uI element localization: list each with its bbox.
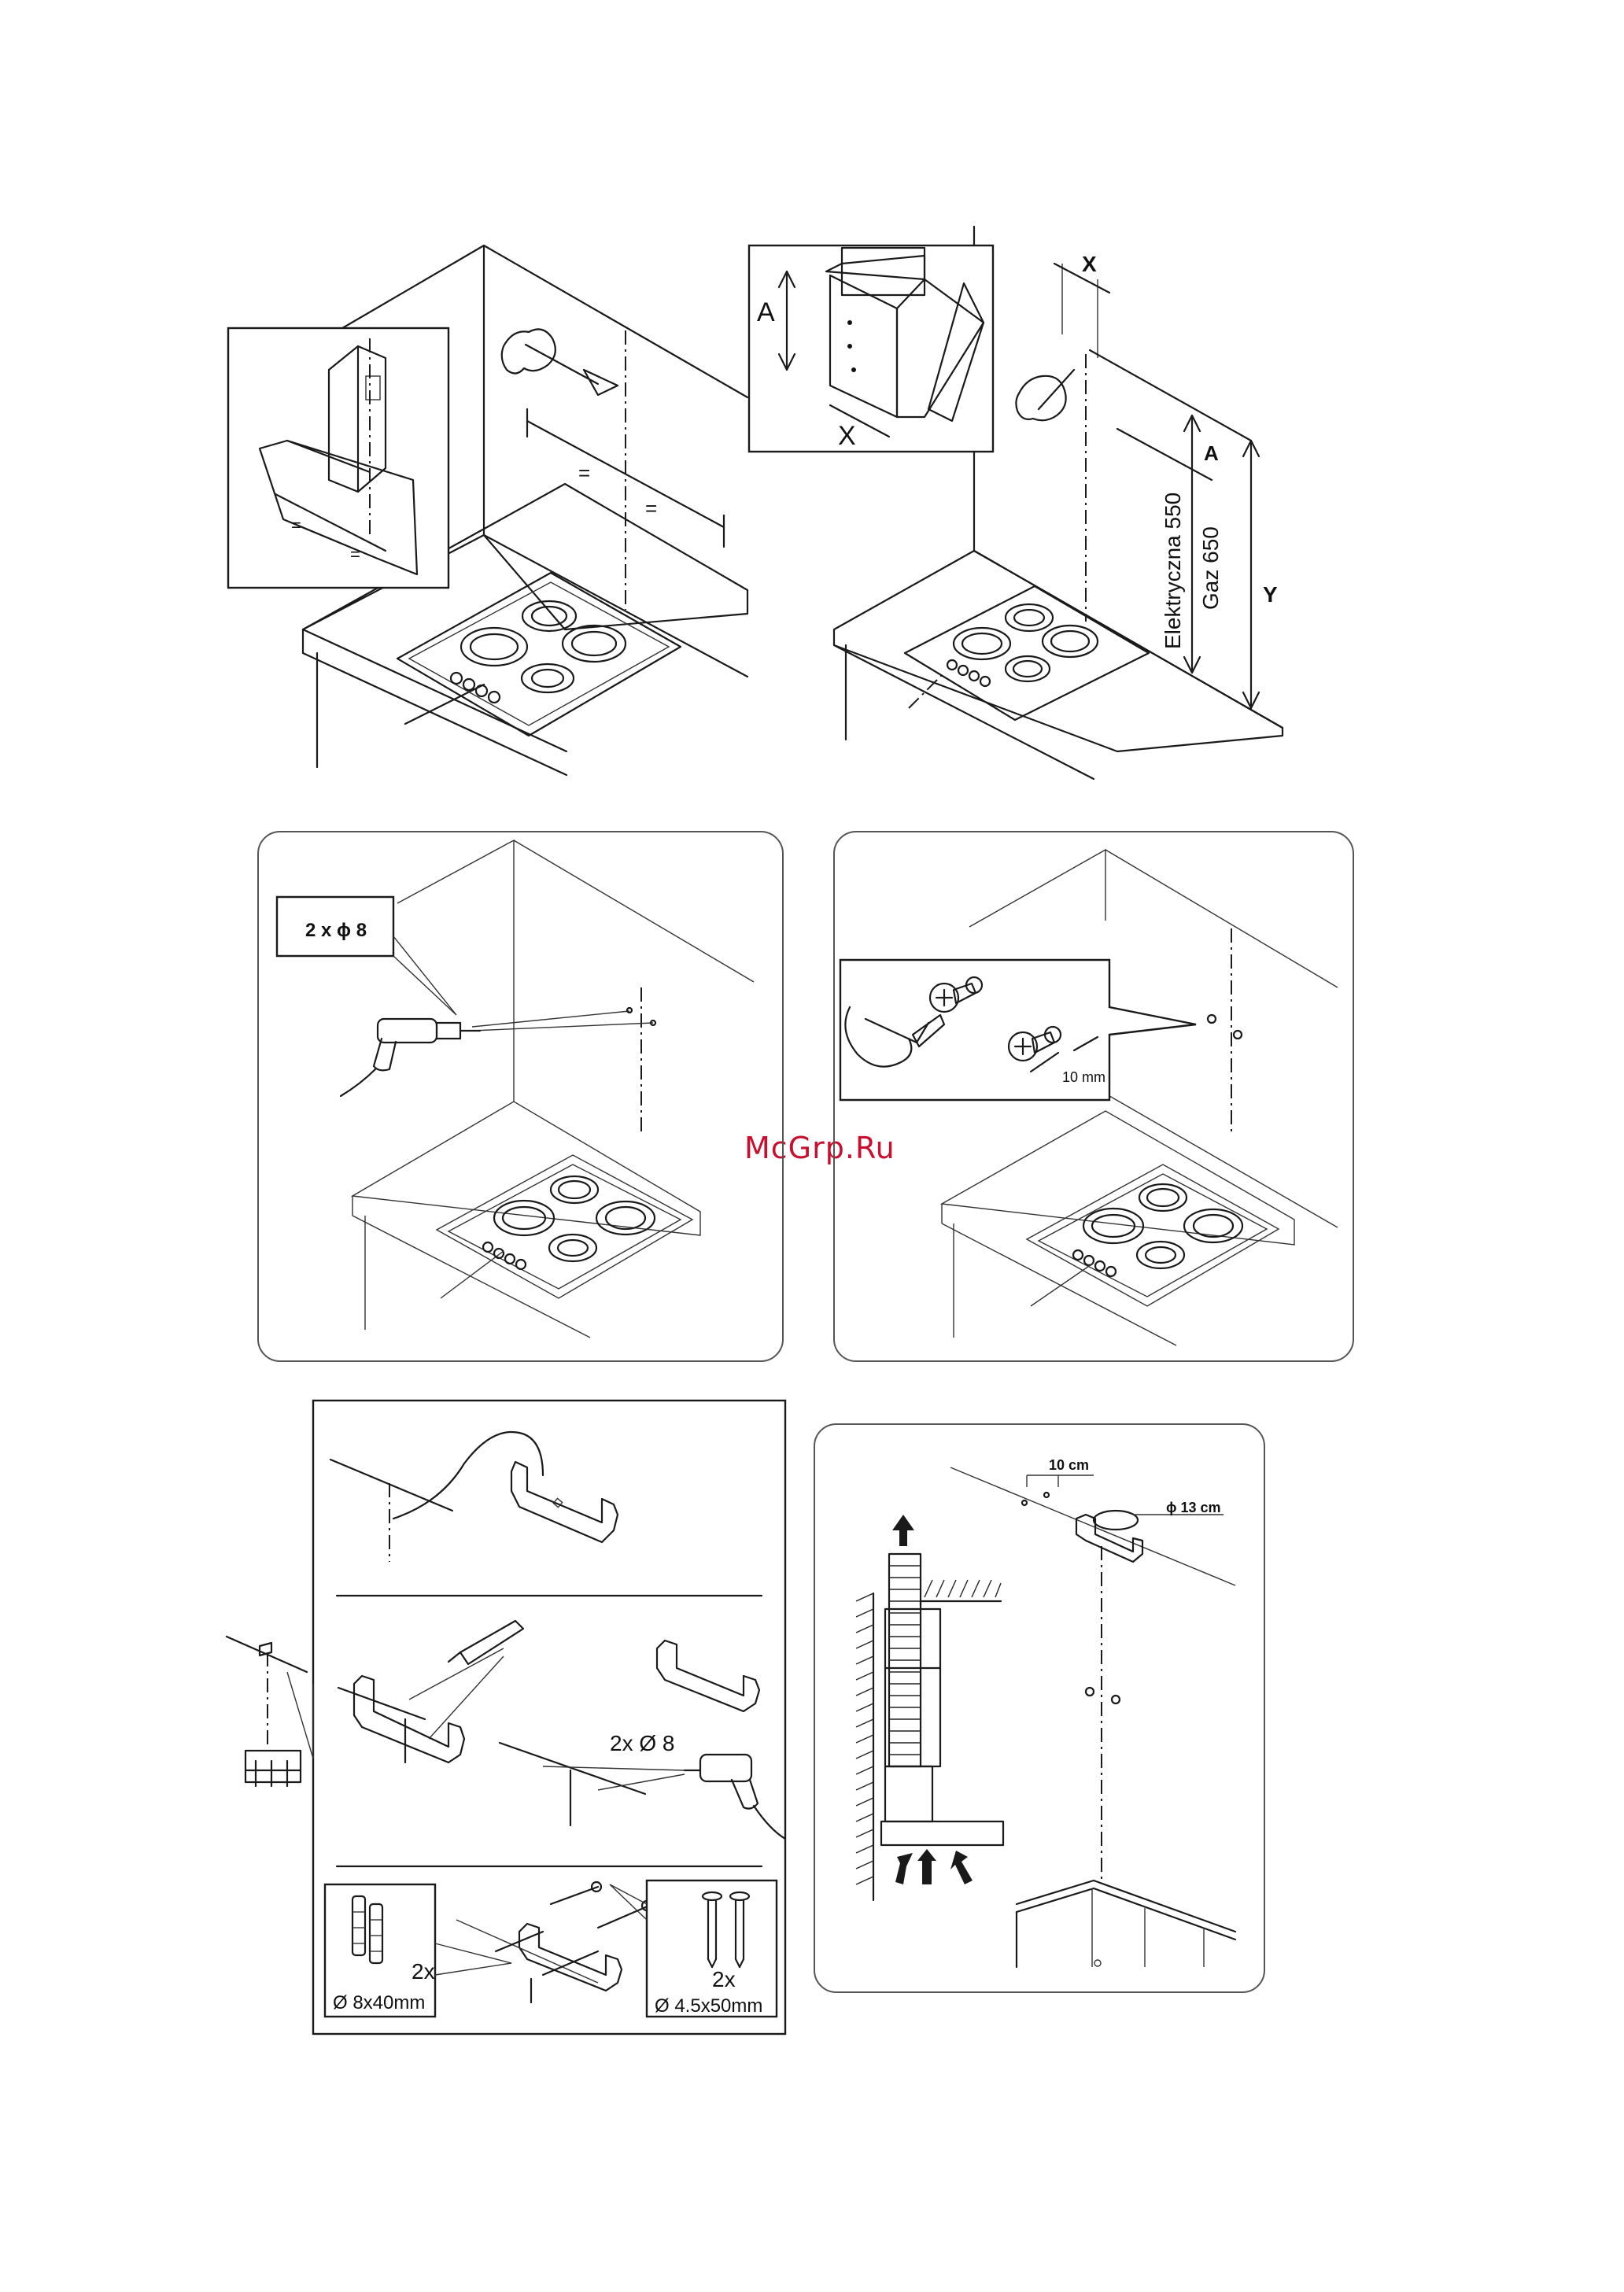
roof-hatch xyxy=(925,1580,1001,1597)
plug-count-label: 2x xyxy=(412,1959,435,1984)
step-1-center-line: = = = = xyxy=(228,245,747,775)
air-in-arrow xyxy=(917,1849,936,1884)
bracket-overview-mini xyxy=(227,1637,313,1786)
x-label-inset: X xyxy=(838,421,856,451)
screw-size-label: Ø 4.5x50mm xyxy=(655,1995,762,2017)
electric-height-label: Elektryczna 550 xyxy=(1161,493,1185,649)
drill-holes-label-2: 2x Ø 8 xyxy=(610,1731,674,1755)
air-in-arrow xyxy=(895,1853,913,1884)
wall-hatch xyxy=(856,1593,873,1900)
equal-mark: = xyxy=(645,496,657,520)
drill-icon xyxy=(341,1019,480,1096)
y-label: Y xyxy=(1263,582,1278,607)
plug-size-label: Ø 8x40mm xyxy=(333,1992,425,2013)
step-3-drill: 2 x ϕ 8 xyxy=(277,840,754,1338)
hand-pencil-icon xyxy=(1016,370,1074,420)
dia-13cm-label: ϕ 13 cm xyxy=(1166,1500,1221,1515)
step-4-screws: 10 mm xyxy=(840,850,1338,1345)
drill-holes-label: 2 x ϕ 8 xyxy=(305,920,367,941)
hand-pencil-icon xyxy=(502,329,618,395)
step-2-height: X A Y Elektryczna 550 Gaz 650 A xyxy=(749,227,1283,779)
equal-mark: = xyxy=(291,515,301,535)
equal-mark: = xyxy=(350,544,360,564)
screw-count-label: 2x xyxy=(712,1967,736,1991)
arrow-up-icon xyxy=(892,1515,914,1546)
screw-gap-label: 10 mm xyxy=(1062,1069,1105,1085)
a-label-inset: A xyxy=(757,297,775,327)
x-label-top: X xyxy=(1082,252,1097,276)
equal-mark: = xyxy=(578,461,590,485)
a-label-right: A xyxy=(1204,441,1219,465)
hood-inset-box-2 xyxy=(749,245,993,452)
air-in-arrow xyxy=(950,1851,973,1884)
gas-height-label: Gaz 650 xyxy=(1198,526,1223,610)
step-6-duct: 10 cm ϕ 13 cm xyxy=(856,1457,1235,1967)
gap-10cm-label: 10 cm xyxy=(1049,1457,1089,1473)
